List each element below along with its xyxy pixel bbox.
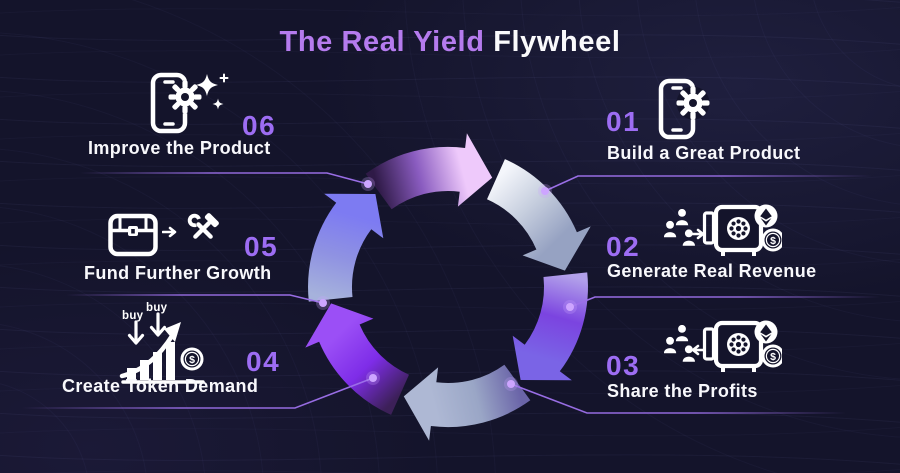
bg-contour-line bbox=[0, 7, 900, 17]
bg-contour-line bbox=[0, 286, 900, 297]
svg-text:$: $ bbox=[189, 354, 195, 366]
vault-coins-icon: $ bbox=[702, 320, 782, 372]
step-number-06: 06 bbox=[242, 110, 277, 141]
step-label-03: Share the Profits bbox=[607, 381, 758, 401]
flywheel-arrow-bottom bbox=[403, 364, 531, 441]
step-number-03: 03 bbox=[606, 350, 641, 381]
connector-line-04 bbox=[22, 377, 374, 409]
bg-contour-line bbox=[0, 301, 900, 311]
connector-line-03 bbox=[510, 383, 846, 414]
connector-line-06 bbox=[80, 172, 369, 185]
flywheel-arrow-top-right bbox=[487, 159, 591, 271]
flywheel-arrow-bottom-left bbox=[305, 303, 409, 415]
connector-line-05 bbox=[66, 294, 324, 304]
trend-arrow-icon bbox=[119, 333, 175, 379]
step-number-04: 04 bbox=[246, 346, 281, 377]
step-label-01: Build a Great Product bbox=[607, 143, 801, 163]
connector-dot-06 bbox=[364, 180, 372, 188]
people-group-icon bbox=[664, 209, 695, 246]
step-label-04: Create Token Demand bbox=[62, 376, 259, 396]
step-number-05: 05 bbox=[244, 231, 279, 262]
step-label-05: Fund Further Growth bbox=[84, 263, 272, 283]
page-title: The Real Yield Flywheel bbox=[0, 26, 900, 59]
dollar-coin-icon: $ bbox=[180, 347, 204, 371]
connector-dot-01 bbox=[541, 187, 549, 195]
dollar-coin-icon: $ bbox=[761, 228, 782, 252]
dollar-coin-icon: $ bbox=[761, 344, 782, 368]
bg-contour-line bbox=[0, 244, 900, 255]
bg-contour-line bbox=[0, 118, 900, 129]
bg-contour-line bbox=[0, 217, 900, 227]
bg-contour-line bbox=[0, 454, 900, 465]
bg-contour-line bbox=[0, 202, 900, 213]
connector-line-01 bbox=[544, 175, 872, 192]
bg-contour-line bbox=[0, 34, 900, 45]
svg-text:$: $ bbox=[770, 351, 776, 363]
connector-dot-02 bbox=[566, 303, 574, 311]
step-number-02: 02 bbox=[606, 231, 641, 262]
bg-contour-line bbox=[33, 469, 900, 473]
bg-contour-line bbox=[0, 259, 900, 269]
title-highlight: The Real Yield bbox=[279, 26, 485, 58]
phone-gear-sparkles-icon bbox=[150, 72, 229, 134]
phone-gear-icon bbox=[658, 78, 710, 140]
wrench-icon bbox=[187, 213, 213, 239]
step-label-02: Generate Real Revenue bbox=[607, 261, 817, 281]
vault-coins-icon: $ bbox=[702, 204, 782, 256]
connector-dot-04 bbox=[369, 374, 377, 382]
connector-line-02 bbox=[569, 296, 880, 308]
sparkles-icon bbox=[196, 73, 229, 110]
bg-contour-line bbox=[0, 76, 900, 87]
step-label-06: Improve the Product bbox=[88, 138, 271, 158]
flywheel-arrow-top bbox=[365, 133, 493, 210]
connector-dot-03 bbox=[507, 380, 515, 388]
svg-text:$: $ bbox=[770, 235, 776, 247]
buy-text: buy bbox=[122, 310, 144, 322]
tools-icon bbox=[187, 213, 219, 239]
buy-text: buy bbox=[146, 302, 168, 314]
connector-dot-05 bbox=[319, 299, 327, 307]
step-number-01: 01 bbox=[606, 106, 641, 137]
bg-contour-line bbox=[0, 133, 900, 143]
eth-coin-icon bbox=[754, 320, 778, 344]
arrow-right-icon bbox=[162, 226, 177, 238]
buy-down-arrow-icon bbox=[127, 320, 145, 345]
flywheel-arrow-left bbox=[308, 193, 384, 302]
buy-down-arrow-icon bbox=[149, 312, 167, 337]
bg-contour-line bbox=[0, 49, 900, 59]
eth-coin-icon bbox=[754, 204, 778, 228]
bg-contour-line bbox=[0, 328, 900, 339]
rising-chart-buy-icon: $ bbox=[119, 312, 205, 384]
treasure-chest-icon bbox=[108, 213, 158, 257]
title-rest: Flywheel bbox=[493, 26, 621, 58]
bg-contour-line bbox=[0, 91, 900, 101]
bg-contour-line bbox=[0, 427, 900, 437]
people-group-icon bbox=[664, 325, 695, 362]
flywheel-arrow-right bbox=[512, 272, 588, 381]
